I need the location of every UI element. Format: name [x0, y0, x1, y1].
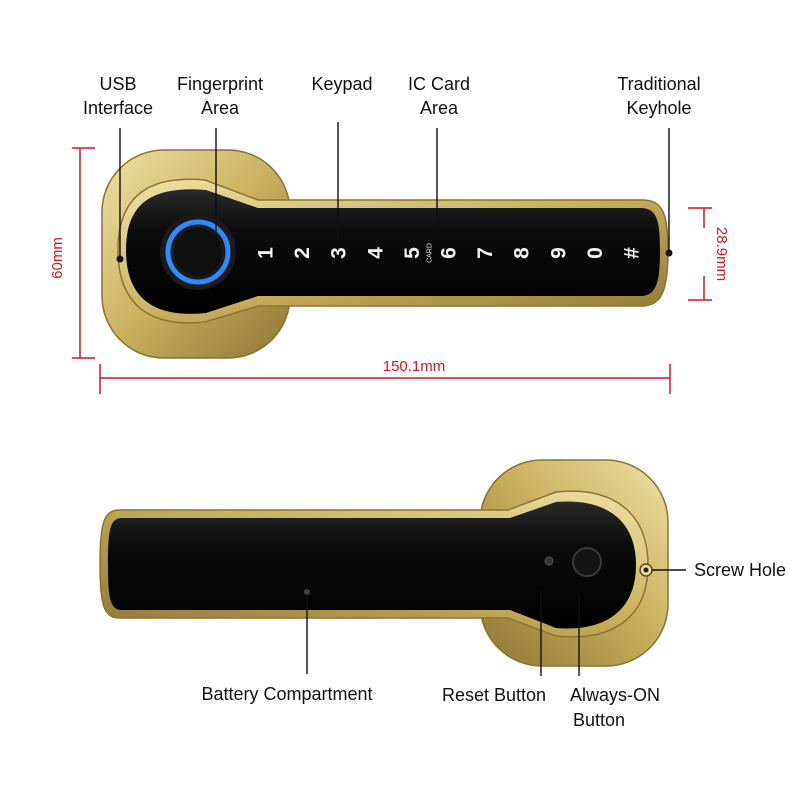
screw-hole-label: Screw Hole: [694, 560, 786, 580]
front-leaders: [119, 122, 670, 262]
keypad-key-0: 0: [584, 247, 607, 259]
keypad-key-1: 1: [255, 247, 278, 259]
length-dimension-label: 150.1mm: [383, 358, 446, 375]
back-handle-face: [108, 501, 636, 629]
keypad-key-5: 5: [401, 247, 424, 259]
fingerprint-label-line1: Fingerprint: [177, 74, 263, 94]
fingerprint-label-line2: Area: [201, 98, 240, 118]
keypad-key-4: 4: [364, 247, 387, 259]
back-leaders: [306, 569, 686, 676]
screw-hole-center: [643, 567, 649, 573]
always-on-button-body: [572, 547, 602, 577]
handle-height-dimension-label: 28.9mm: [713, 227, 730, 281]
keypad-key-7: 7: [474, 247, 497, 259]
dimension-lines: [72, 147, 712, 394]
keypad-key-3: 3: [328, 247, 351, 259]
front-view: 1 2 3 4 5 6 7 8 9 0 # CARD: [101, 149, 673, 359]
keyhole-label-line2: Keyhole: [626, 98, 691, 118]
battery-compartment-point: [304, 589, 310, 595]
usb-interface-point: [116, 255, 124, 263]
keyhole-point: [665, 249, 673, 257]
ic-card-label-line1: IC Card: [408, 74, 470, 94]
card-mark: CARD: [426, 243, 433, 263]
keypad-label: Keypad: [311, 74, 372, 94]
reset-button-hole: [544, 556, 554, 566]
keyhole-label-line1: Traditional: [617, 74, 700, 94]
keypad-key-hash: #: [621, 247, 644, 259]
usb-label-line1: USB: [99, 74, 136, 94]
fingerprint-ring: [165, 219, 231, 285]
always-on-label-line2: Button: [573, 710, 625, 730]
front-handle-face: [126, 189, 660, 314]
back-labels: Battery Compartment Reset Button Always-…: [201, 560, 786, 730]
keypad-key-8: 8: [511, 247, 534, 259]
keypad-key-6: 6: [438, 247, 461, 259]
ic-card-label-line2: Area: [420, 98, 459, 118]
fingerprint-sensor: [174, 228, 222, 276]
battery-compartment-label: Battery Compartment: [201, 684, 372, 704]
keypad-key-9: 9: [547, 247, 570, 259]
back-view: [99, 459, 669, 667]
reset-button-label: Reset Button: [442, 685, 546, 705]
keypad-keys: 1 2 3 4 5 6 7 8 9 0 #: [255, 247, 644, 259]
front-labels: USB Interface Fingerprint Area Keypad IC…: [83, 74, 701, 118]
keypad-key-2: 2: [291, 247, 314, 259]
height-dimension-label: 60mm: [49, 237, 66, 279]
usb-label-line2: Interface: [83, 98, 153, 118]
always-on-label-line1: Always-ON: [570, 685, 660, 705]
